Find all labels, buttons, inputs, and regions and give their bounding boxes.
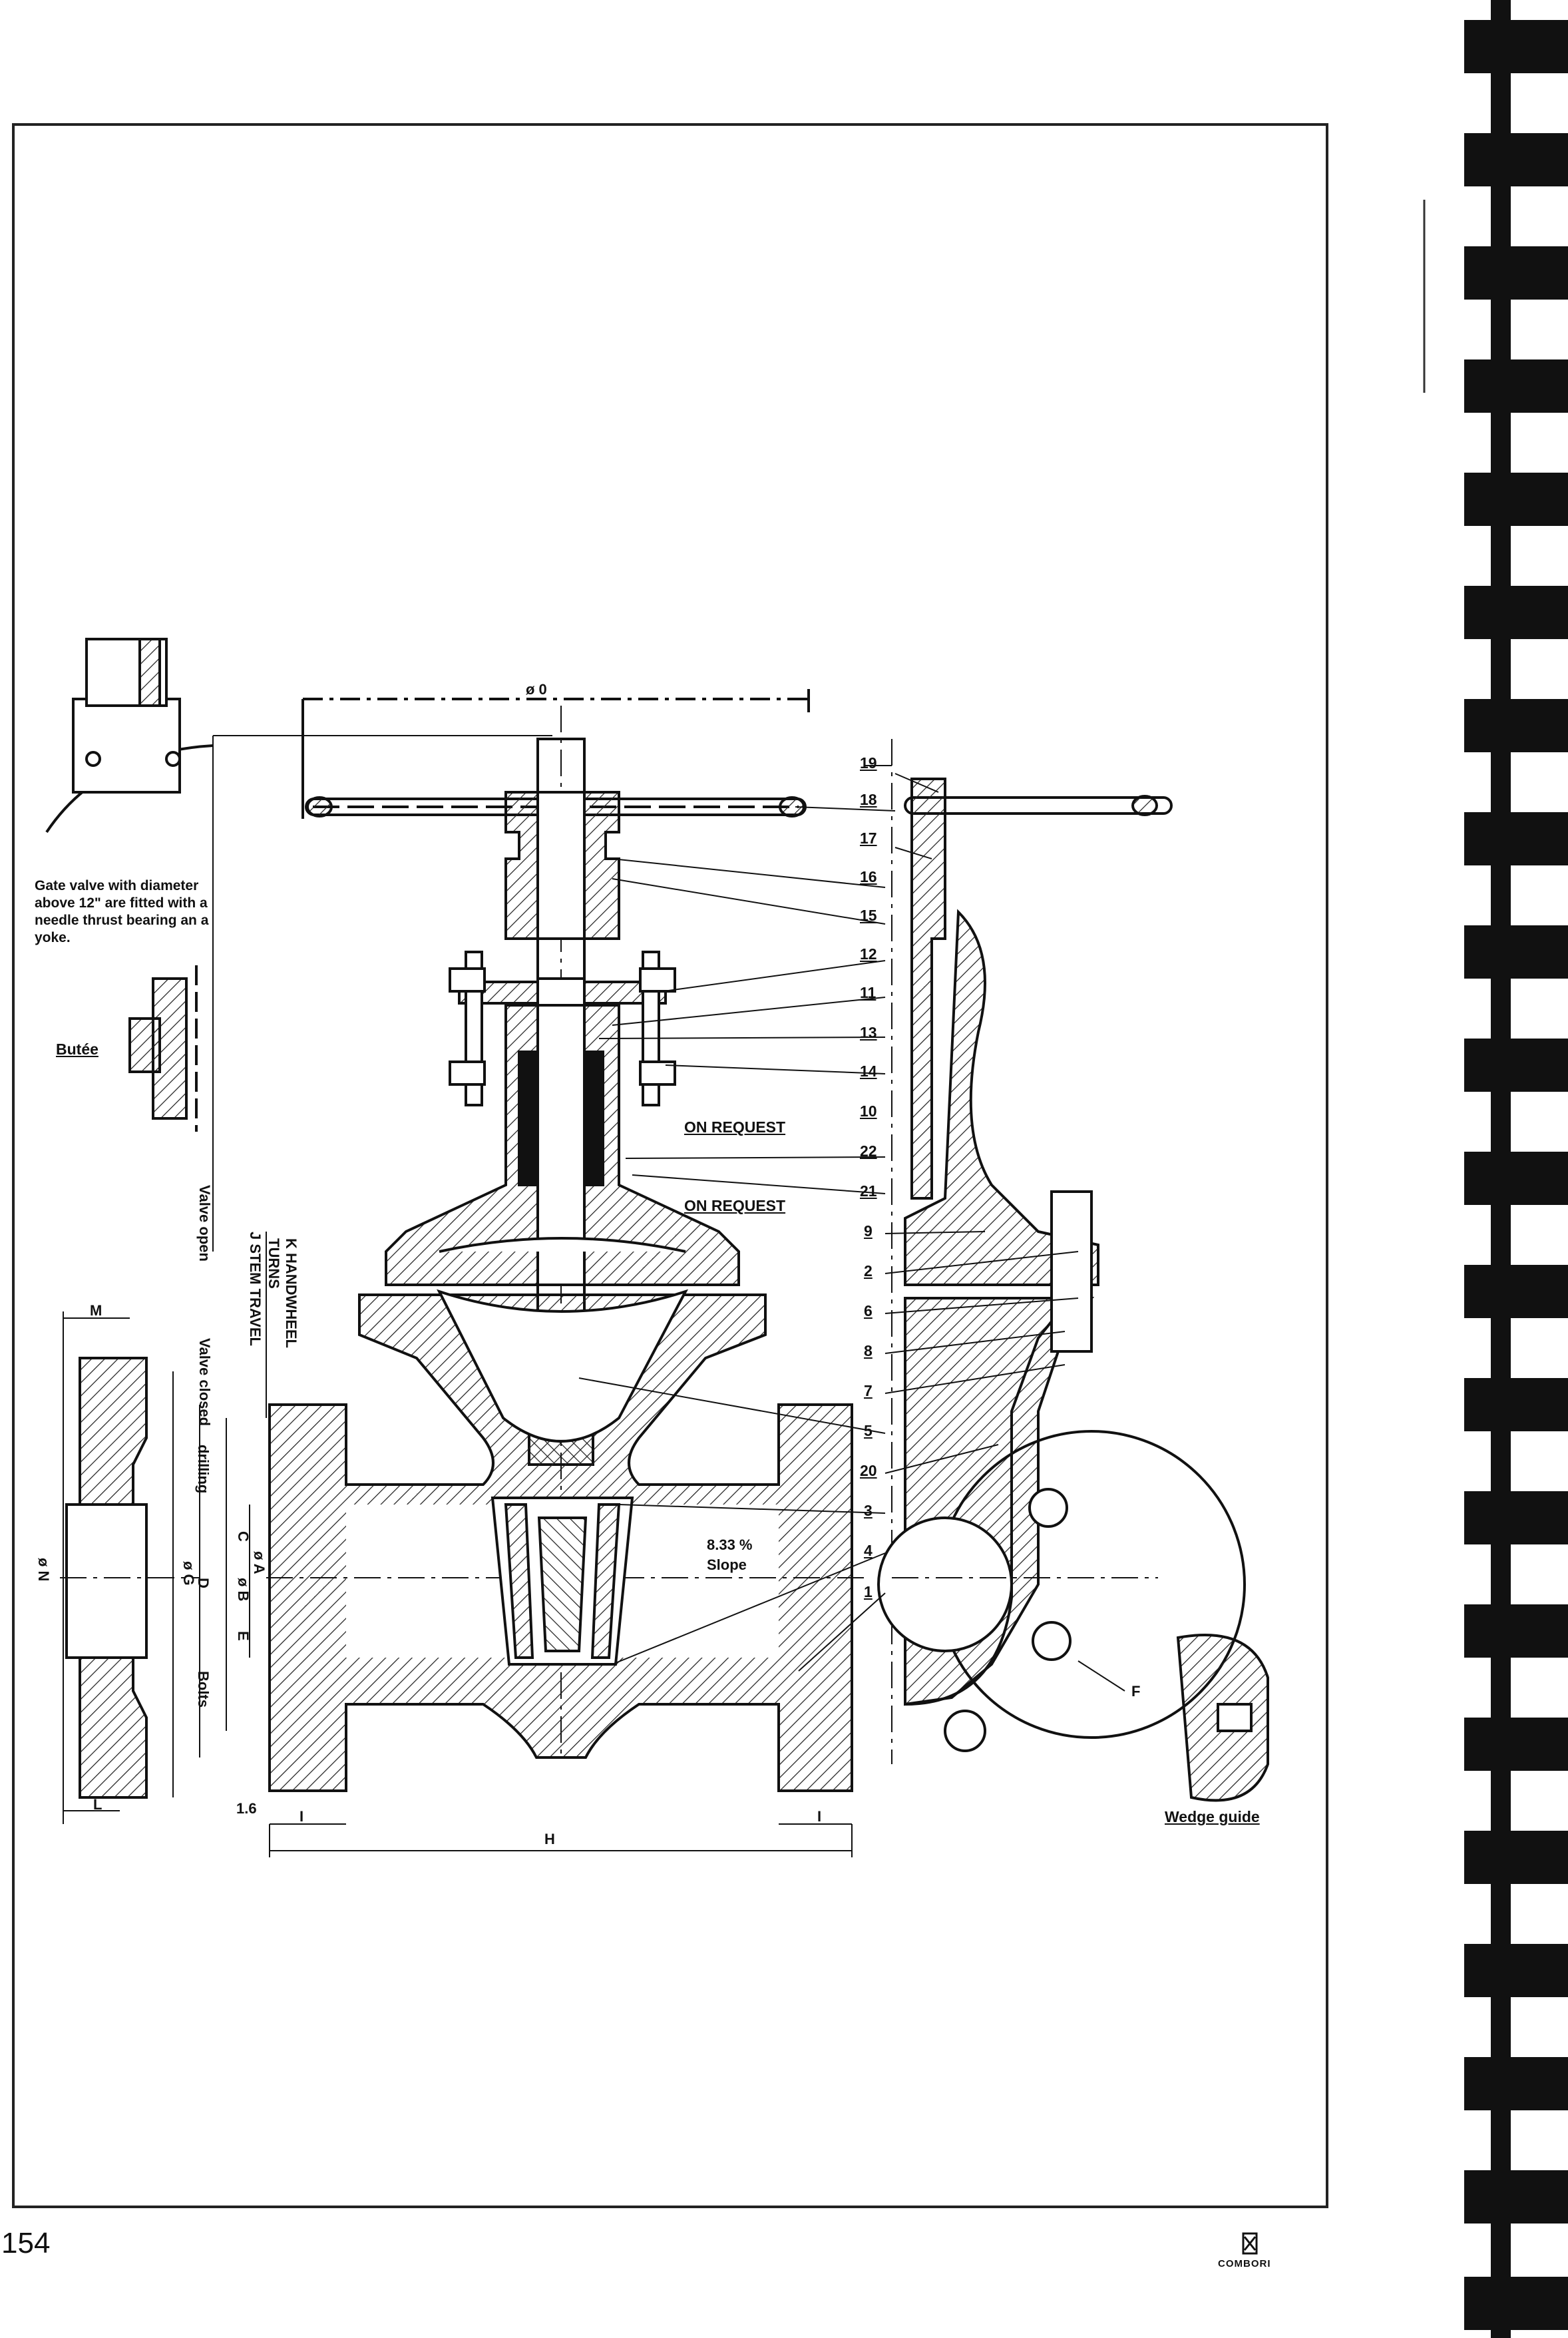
part-19: 19 bbox=[860, 754, 877, 772]
part-13: 13 bbox=[860, 1024, 877, 1041]
dim-l: L bbox=[93, 1796, 102, 1813]
needle-bearing-note: Gate valve with diameter above 12" are f… bbox=[35, 878, 209, 945]
dim-m: M bbox=[90, 1302, 102, 1319]
wedge-guide-inset bbox=[1176, 1634, 1269, 1802]
part-20: 20 bbox=[860, 1462, 877, 1479]
needle-bearing-inset bbox=[45, 638, 214, 1132]
drawing-frame bbox=[12, 123, 1328, 2208]
valve-closed-label: Valve closed bbox=[196, 1338, 213, 1427]
flange-end-view bbox=[60, 1311, 200, 1824]
butee-label: Butée bbox=[56, 1041, 98, 1058]
part-9: 9 bbox=[864, 1222, 873, 1240]
side-section bbox=[877, 739, 1246, 1764]
part-14: 14 bbox=[860, 1062, 877, 1080]
part-4: 4 bbox=[864, 1542, 873, 1559]
binder-comb bbox=[1464, 0, 1568, 2338]
dimension-lines bbox=[172, 735, 892, 1857]
part-18: 18 bbox=[860, 791, 877, 808]
slope-value: 8.33 % bbox=[707, 1536, 753, 1553]
part-16: 16 bbox=[860, 868, 877, 885]
dim-e: E bbox=[235, 1631, 252, 1641]
dim-f: F bbox=[1131, 1683, 1141, 1700]
part-6: 6 bbox=[864, 1302, 873, 1319]
bonnet bbox=[385, 1004, 740, 1286]
dim-phi-n: ø N bbox=[35, 1558, 52, 1582]
dim-i-right: I bbox=[817, 1808, 822, 1825]
part-12: 12 bbox=[860, 945, 877, 963]
part-2: 2 bbox=[864, 1262, 873, 1280]
dim-d: D bbox=[195, 1578, 212, 1588]
part-11: 11 bbox=[860, 984, 877, 1001]
dim-phi-a: ø A bbox=[251, 1551, 268, 1574]
stem-travel-label: J STEM TRAVEL bbox=[247, 1232, 264, 1346]
part-15: 15 bbox=[860, 907, 877, 924]
gland-flange bbox=[449, 951, 676, 1106]
part-8: 8 bbox=[864, 1342, 873, 1359]
dim-o: ø 0 bbox=[526, 681, 547, 698]
dim-1-6: 1.6 bbox=[236, 1800, 257, 1817]
part-22: 22 bbox=[860, 1142, 877, 1160]
part-21: 21 bbox=[860, 1182, 877, 1200]
combori-logo-text: COMBORI bbox=[1218, 2258, 1271, 2269]
part-17: 17 bbox=[860, 829, 877, 847]
on-request-label: ON REQUEST bbox=[684, 1118, 786, 1136]
part-7: 7 bbox=[864, 1382, 873, 1399]
part-5: 5 bbox=[864, 1422, 873, 1439]
dim-i-left: I bbox=[299, 1808, 304, 1825]
dim-phi-g: ø G bbox=[180, 1561, 197, 1586]
slope-label: Slope bbox=[707, 1556, 747, 1573]
leader-lines bbox=[578, 773, 1125, 1692]
valve-open-label: Valve open bbox=[196, 1185, 213, 1262]
bolts-label: Bolts bbox=[195, 1671, 212, 1708]
on-request-label: ON REQUEST bbox=[684, 1197, 786, 1214]
dim-phi-b: ø B bbox=[235, 1578, 252, 1602]
dim-h: H bbox=[544, 1831, 555, 1847]
turns-label: TURNS bbox=[266, 1238, 282, 1289]
dim-c: C bbox=[235, 1531, 252, 1542]
handwheel-turns-label: K HANDWHEEL bbox=[283, 1238, 299, 1348]
yoke-nut bbox=[504, 791, 620, 940]
part-3: 3 bbox=[864, 1502, 873, 1519]
wedge-guide-label: Wedge guide bbox=[1165, 1808, 1260, 1825]
part-10: 10 bbox=[860, 1102, 877, 1120]
wedge bbox=[490, 1497, 634, 1666]
drilling-label: drilling bbox=[195, 1445, 212, 1494]
combori-logo bbox=[1242, 2232, 1258, 2255]
page-number: 154 bbox=[1, 2227, 51, 2259]
part-1: 1 bbox=[864, 1583, 873, 1600]
